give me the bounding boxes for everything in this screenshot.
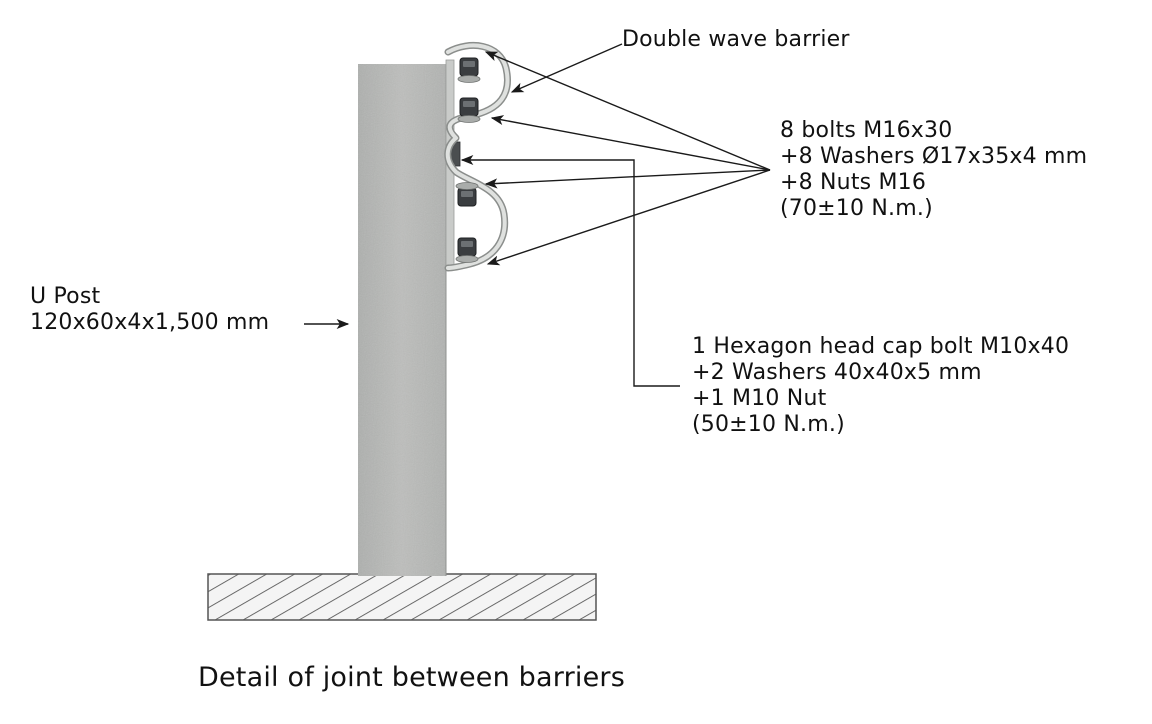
bolt-4 xyxy=(455,237,479,263)
bolts-label-line-1: 8 bolts M16x30 xyxy=(780,118,953,143)
bolt-1 xyxy=(457,57,481,83)
hex-bolt-label-line-1: 1 Hexagon head cap bolt M10x40 xyxy=(692,334,1070,359)
ground-block xyxy=(207,573,597,621)
double-wave-barrier-label: Double wave barrier xyxy=(622,27,850,52)
bolt-2 xyxy=(457,97,481,123)
bolts-label-line-3: +8 Nuts M16 xyxy=(780,170,927,195)
bolts-label-line-4: (70±10 N.m.) xyxy=(780,196,933,221)
barrier-bolts xyxy=(455,57,481,263)
bolts-label: 8 bolts M16x30 +8 Washers Ø17x35x4 mm +8… xyxy=(780,118,1087,222)
hex-bolt-label-line-2: +2 Washers 40x40x5 mm xyxy=(692,360,982,385)
u-post-label-line-2: 120x60x4x1,500 mm xyxy=(30,310,270,335)
hex-bolt-label-line-3: +1 M10 Nut xyxy=(692,386,827,411)
u-post xyxy=(358,64,447,576)
hex-bolt-label: 1 Hexagon head cap bolt M10x40 +2 Washer… xyxy=(692,334,1069,438)
bolt-3 xyxy=(455,182,479,207)
diagram-caption: Detail of joint between barriers xyxy=(198,662,625,693)
leader-double-wave xyxy=(510,43,623,93)
leader-hex-bolt xyxy=(460,154,680,387)
hex-bolt-label-line-4: (50±10 N.m.) xyxy=(692,412,845,437)
bolts-label-line-2: +8 Washers Ø17x35x4 mm xyxy=(780,144,1088,169)
double-wave-barrier xyxy=(444,41,511,272)
leader-bolts xyxy=(484,51,771,266)
u-post-label-line-1: U Post xyxy=(30,284,101,309)
u-post-label: U Post 120x60x4x1,500 mm xyxy=(30,284,269,336)
